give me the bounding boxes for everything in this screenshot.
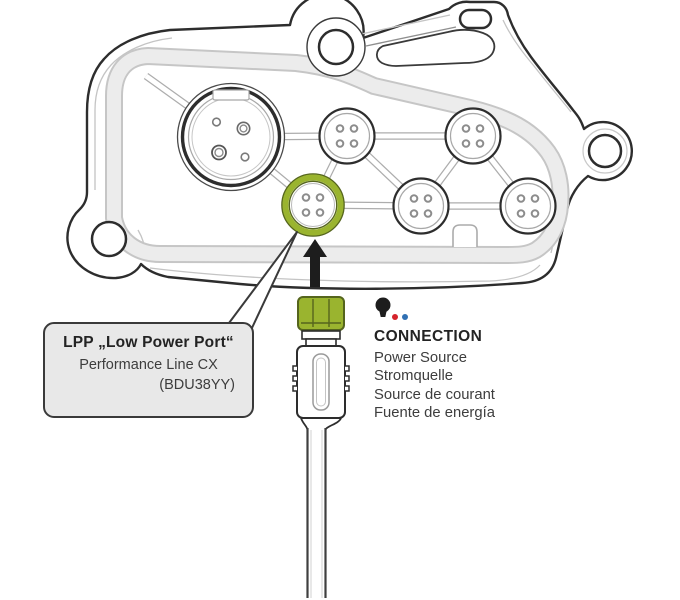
connection-title: CONNECTION xyxy=(374,328,483,345)
port-top-right xyxy=(444,107,502,165)
right-mounting-hole xyxy=(587,133,623,169)
main-motor-connector xyxy=(176,82,286,192)
power-cable-connector xyxy=(292,296,350,598)
lpp-label-part-number: (BDU38YY) xyxy=(159,377,235,393)
connector-key-tab xyxy=(212,89,250,101)
insert-arrow-icon xyxy=(303,239,327,287)
mounting-holes xyxy=(90,8,628,258)
connector-green-cap xyxy=(297,296,345,331)
connection-item-fr: Source de courant xyxy=(374,386,495,403)
connection-item-de: Stromquelle xyxy=(374,368,453,385)
blue-dot xyxy=(402,314,408,320)
top-mounting-hole xyxy=(317,28,355,66)
red-dot xyxy=(392,314,398,320)
connection-item-en: Power Source xyxy=(374,350,467,366)
lpp-label-box: LPP „Low Power Port“ Performance Line CX… xyxy=(43,322,254,418)
lpp-label-title: LPP „Low Power Port“ xyxy=(63,334,234,351)
port-bottom-middle xyxy=(392,177,450,235)
bottom-left-mounting-hole xyxy=(90,220,128,258)
port-bottom-right xyxy=(499,177,557,235)
power-source-icon xyxy=(374,296,495,323)
top-right-slot-hole xyxy=(458,8,493,30)
connection-item-es: Fuente de energía xyxy=(374,405,495,422)
gasket-notch-tab xyxy=(452,224,478,247)
power-cable xyxy=(306,428,327,598)
arm-cutout-shape xyxy=(375,28,496,67)
connection-legend: CONNECTION Power Source Stromquelle Sour… xyxy=(374,296,495,423)
port-top-middle xyxy=(318,107,376,165)
lpp-label-product: Performance Line CX xyxy=(79,357,218,373)
lpp-port-highlight xyxy=(281,173,345,237)
gasket-band xyxy=(105,47,570,264)
